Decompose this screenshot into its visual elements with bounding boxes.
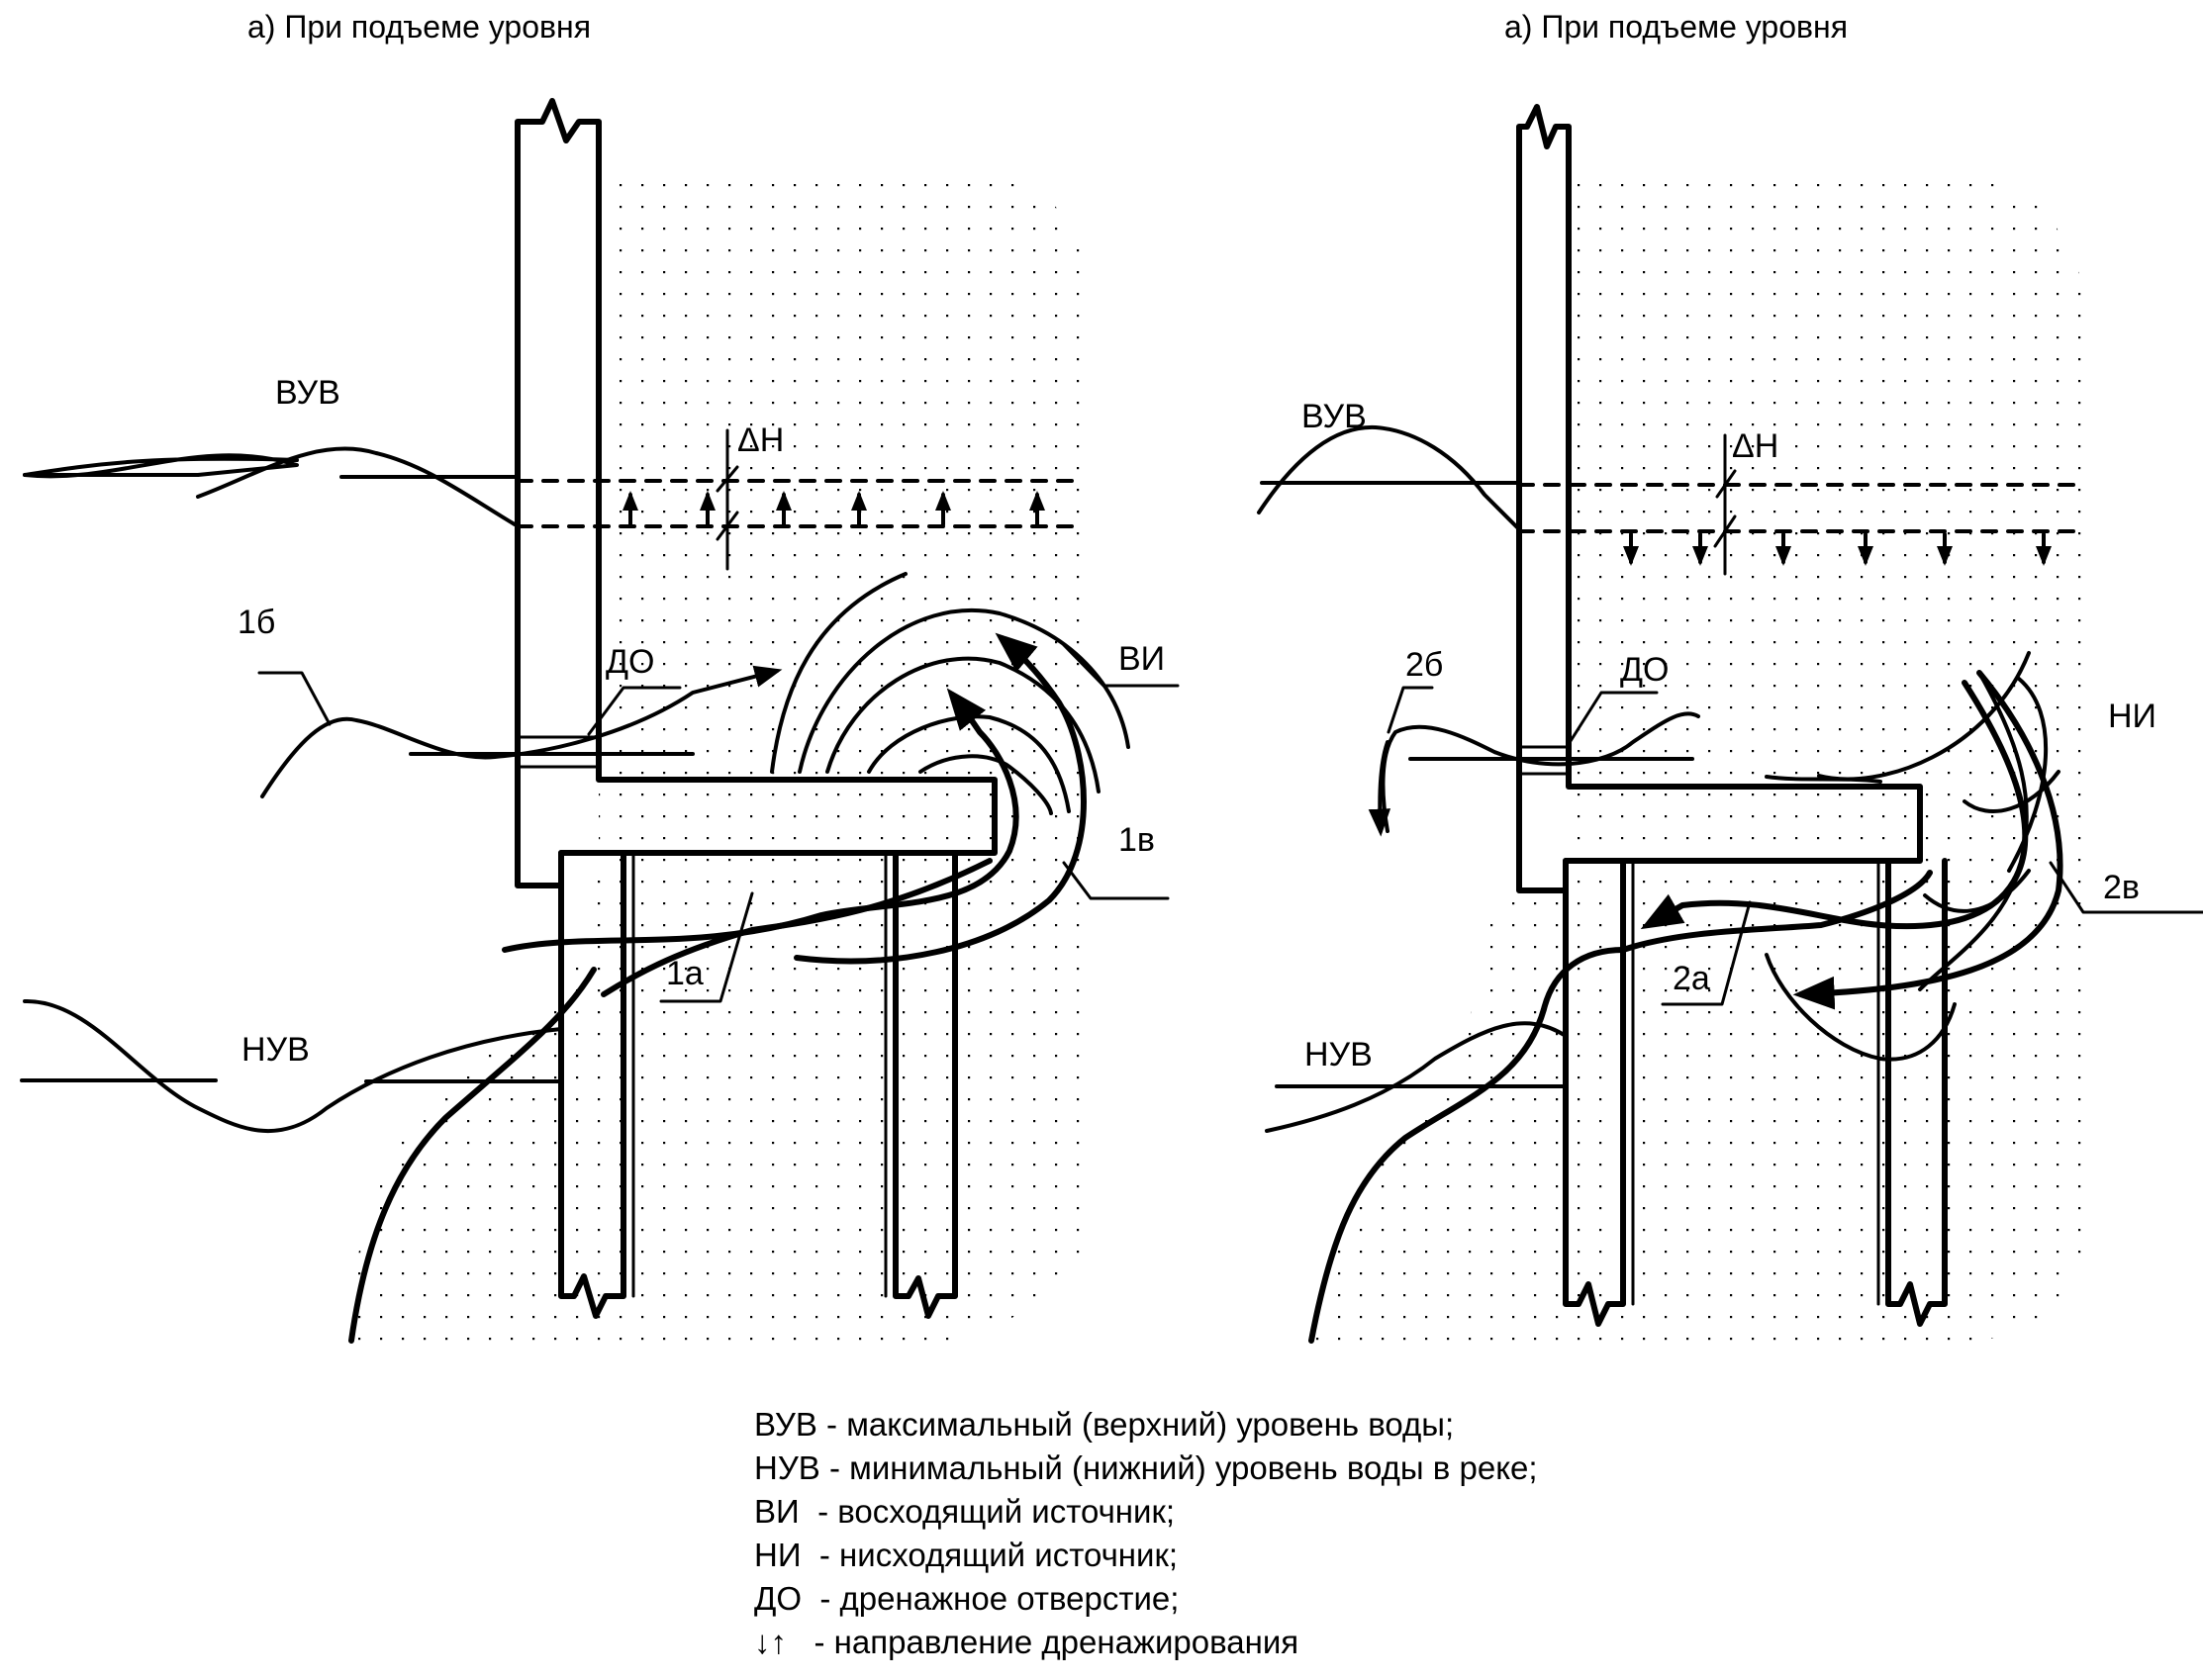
spring-leader xyxy=(1062,643,1180,688)
legend-text: - минимальный (нижний) уровень воды в ре… xyxy=(819,1449,1538,1486)
upper-level-curve xyxy=(1257,424,1521,531)
lower-level-curve xyxy=(23,998,563,1133)
spring-label: НИ xyxy=(2108,698,2156,735)
pile-right xyxy=(893,850,958,1319)
legend-text: - направление дренажирования xyxy=(787,1624,1299,1660)
panel-right: а) При подъеме уровня ΔН ВУВ xyxy=(1257,9,2203,1344)
legend-text: - восходящий источник; xyxy=(799,1493,1176,1530)
drain-direction-icon: ↓↑ xyxy=(754,1624,787,1660)
ground-profile xyxy=(1308,947,1626,1344)
delta-h-dimension: ΔН xyxy=(716,421,784,571)
curve-b-label: 1б xyxy=(238,604,275,641)
drain-arrows-down xyxy=(1623,532,2052,566)
delta-h-dimension: ΔН xyxy=(1713,427,1778,576)
legend-abbr: ВИ xyxy=(754,1493,800,1530)
curve-c-label: 2в xyxy=(2103,869,2140,906)
drain-hole xyxy=(1517,745,1571,776)
curve-a-label: 2а xyxy=(1673,960,1710,997)
curve-a-line xyxy=(1620,870,1933,953)
drain-hole-label: ДО xyxy=(1620,651,1669,689)
upper-level-label: ВУВ xyxy=(275,374,340,412)
lower-level-label: НУВ xyxy=(1304,1036,1373,1073)
curve-b-line xyxy=(260,665,783,798)
curve-a-leader xyxy=(659,891,754,1003)
legend-text: - дренажное отверстие; xyxy=(802,1580,1180,1617)
lower-level-label: НУВ xyxy=(241,1031,310,1069)
curve-b-leader xyxy=(1387,686,1434,734)
panel-right-title: а) При подъеме уровня xyxy=(1504,9,1848,45)
delta-h-label: ΔН xyxy=(1732,427,1778,465)
panel-left: а) При подъеме уровня xyxy=(20,9,1180,1344)
pile-left xyxy=(1563,858,1626,1327)
legend-abbr: ДО xyxy=(754,1580,803,1617)
curve-b-label: 2б xyxy=(1405,646,1443,684)
drain-hole-leader xyxy=(1567,691,1659,746)
curve-c-line xyxy=(1792,670,2063,1010)
curve-c-inner xyxy=(502,688,1019,953)
legend: ВУВ - максимальный (верхний) уровень вод… xyxy=(754,1403,1538,1664)
legend-item: ВИ - восходящий источник; xyxy=(754,1490,1538,1534)
delta-h-label: ΔН xyxy=(737,421,784,459)
curve-a-leader xyxy=(1661,900,1752,1006)
spring-label: ВИ xyxy=(1118,640,1165,678)
legend-text: - максимальный (верхний) уровень воды; xyxy=(816,1406,1455,1443)
panel-left-title: а) При подъеме уровня xyxy=(247,9,591,45)
drain-arrows-up xyxy=(623,491,1045,526)
curve-b-arrow xyxy=(1368,740,1391,837)
drain-hole-label: ДО xyxy=(606,643,654,681)
curve-c-inner xyxy=(1640,680,2029,930)
legend-item: НИ - нисходящий источник; xyxy=(754,1534,1538,1577)
legend-abbr: НИ xyxy=(754,1537,802,1573)
curve-a-label: 1а xyxy=(666,955,704,992)
lower-level-curve xyxy=(1265,1021,1568,1133)
upper-level-profile xyxy=(196,446,517,526)
legend-abbr: ВУВ xyxy=(754,1406,817,1443)
legend-abbr: НУВ xyxy=(754,1449,820,1486)
curve-b-leader xyxy=(257,671,332,726)
curve-c-leader xyxy=(1062,861,1170,900)
legend-item: ДО - дренажное отверстие; xyxy=(754,1577,1538,1621)
curve-c-label: 1в xyxy=(1118,821,1155,859)
curve-a-line xyxy=(601,858,993,997)
legend-item: НУВ - минимальный (нижний) уровень воды … xyxy=(754,1447,1538,1490)
legend-item: ВУВ - максимальный (верхний) уровень вод… xyxy=(754,1403,1538,1447)
soil-area xyxy=(346,173,1099,1341)
legend-item: ↓↑ - направление дренажирования xyxy=(754,1621,1538,1664)
pile-left xyxy=(558,850,626,1319)
legend-text: - нисходящий источник; xyxy=(801,1537,1179,1573)
drain-hole-leader xyxy=(587,686,682,736)
drain-hole xyxy=(516,735,601,769)
ground-profile xyxy=(348,967,597,1344)
soil-area xyxy=(1311,173,2088,1341)
pile-right xyxy=(1885,858,1948,1327)
curve-c-leader xyxy=(2049,861,2203,914)
curve-c-line xyxy=(794,632,1087,965)
